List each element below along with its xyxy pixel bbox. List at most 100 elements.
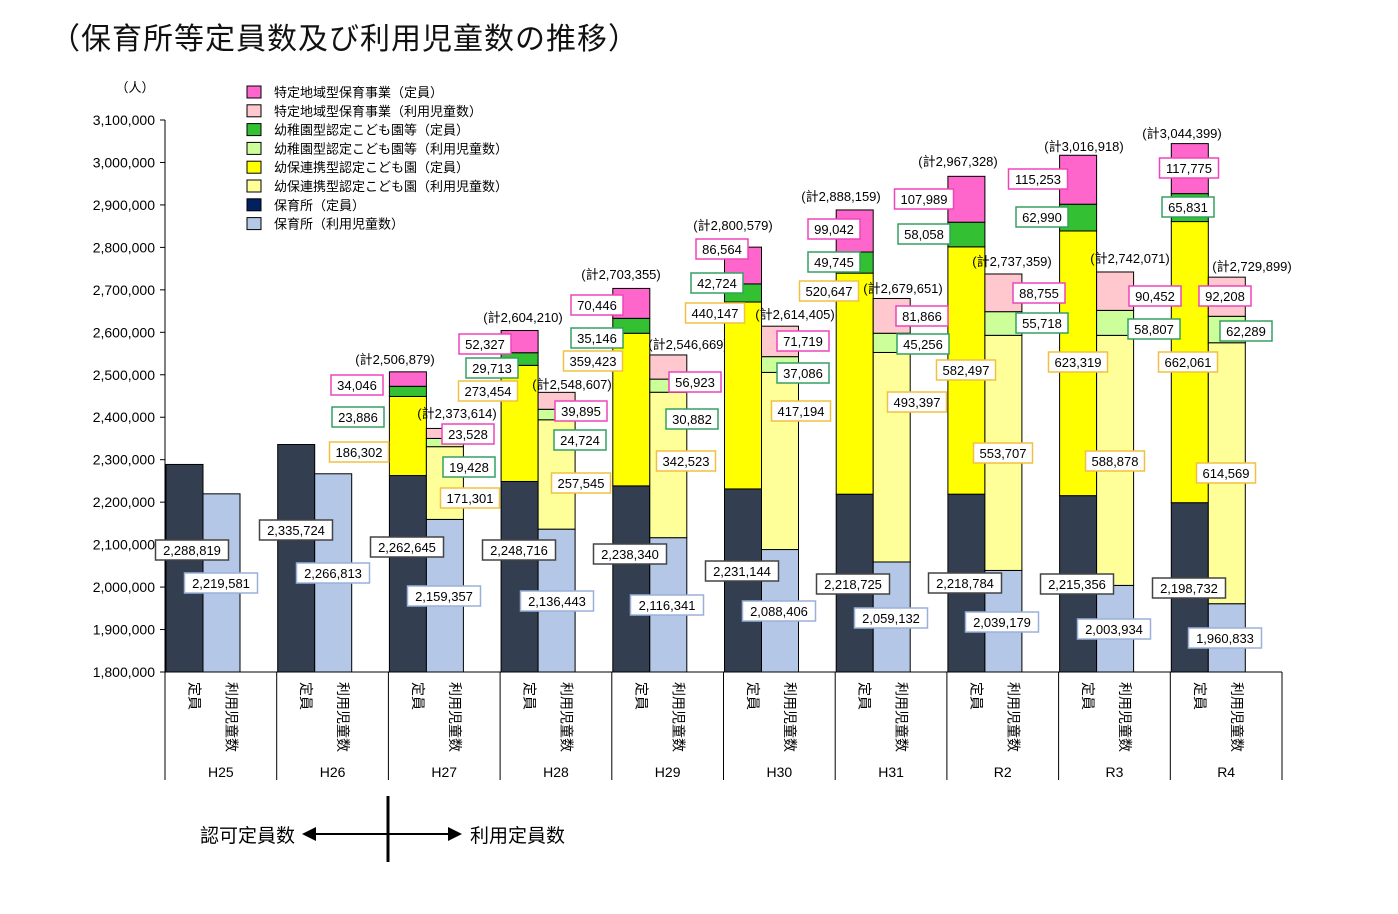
cap-value-label: 440,147 xyxy=(692,306,739,321)
cap-value-label-box xyxy=(1157,351,1219,373)
legend-label: 幼保連携型認定こども園（利用児童数） xyxy=(274,179,508,194)
use-value-label-box xyxy=(441,423,495,445)
use-value-label: 2,003,934 xyxy=(1085,622,1143,637)
cap-value-label: 186,302 xyxy=(336,445,383,460)
legend-label: 特定地域型保育事業（利用児童数） xyxy=(274,104,482,119)
cap-bar-segment xyxy=(835,272,874,495)
x-category-label: R2 xyxy=(994,764,1012,780)
cap-value-label-box xyxy=(815,573,891,595)
use-value-label-box xyxy=(770,400,832,422)
cap-value-label: 623,319 xyxy=(1055,355,1102,370)
cap-value-label-box xyxy=(465,357,519,379)
use-value-label-box xyxy=(553,429,607,451)
bar-type-label: 利用児童数 xyxy=(1229,682,1245,752)
use-value-label: 88,755 xyxy=(1019,286,1059,301)
total-label: (計2,604,210) xyxy=(483,310,563,325)
cap-value-label: 273,454 xyxy=(465,384,512,399)
use-value-label-box xyxy=(655,450,717,472)
cap-value-label: 582,497 xyxy=(943,363,990,378)
use-value-label: 171,301 xyxy=(447,491,494,506)
bar-type-label: 定員 xyxy=(298,682,314,710)
use-value-label-box xyxy=(741,600,817,622)
bar-type-label: 利用児童数 xyxy=(894,682,910,752)
y-tick-label: 2,600,000 xyxy=(93,324,155,340)
cap-value-label-box xyxy=(897,223,951,245)
cap-value-label-box xyxy=(330,374,384,396)
use-value-label: 90,452 xyxy=(1135,289,1175,304)
use-value-label-box xyxy=(1127,318,1181,340)
legend-label: 特定地域型保育事業（定員） xyxy=(274,85,443,100)
y-tick-label: 1,800,000 xyxy=(93,664,155,680)
use-bar-segment xyxy=(1096,271,1135,311)
bar-type-label: 利用児童数 xyxy=(1005,682,1021,752)
use-value-label-box xyxy=(1015,312,1069,334)
use-value-label-box xyxy=(295,562,371,584)
bar-type-label: 定員 xyxy=(633,682,649,710)
use-value-label: 417,194 xyxy=(778,404,825,419)
cap-value-label-box xyxy=(1007,168,1069,190)
cap-value-label-box xyxy=(893,188,955,210)
bar-type-label: 利用児童数 xyxy=(782,682,798,752)
bar-type-label: 定員 xyxy=(968,682,984,710)
legend-swatch xyxy=(246,179,262,193)
total-label: (計2,373,614) xyxy=(417,406,497,421)
total-label: (計2,506,879) xyxy=(355,352,435,367)
use-value-label-box xyxy=(519,590,595,612)
use-value-label: 81,866 xyxy=(902,309,942,324)
use-value-label-box xyxy=(1128,285,1182,307)
use-value-label: 30,882 xyxy=(672,412,712,427)
x-category-label: H30 xyxy=(767,764,793,780)
use-value-label: 257,545 xyxy=(558,476,605,491)
use-value-label-box xyxy=(550,472,612,494)
y-tick-label: 2,100,000 xyxy=(93,537,155,553)
cap-value-label: 52,327 xyxy=(465,337,505,352)
legend-label: 幼稚園型認定こども園等（定員） xyxy=(274,123,469,138)
cap-value-label-box xyxy=(154,539,230,561)
use-value-label-box xyxy=(1219,320,1273,342)
bar-type-label: 利用児童数 xyxy=(224,682,240,752)
use-value-label-box xyxy=(665,408,719,430)
cap-value-label: 42,724 xyxy=(697,276,737,291)
use-value-label-box xyxy=(1076,618,1152,640)
cap-value-label: 2,335,724 xyxy=(267,523,325,538)
use-value-label-box xyxy=(668,371,722,393)
use-value-label: 614,569 xyxy=(1203,466,1250,481)
use-value-label-box xyxy=(439,487,501,509)
cap-value-label-box xyxy=(807,218,861,240)
total-label: (計2,703,355) xyxy=(581,267,661,282)
total-label: (計3,016,918) xyxy=(1044,139,1124,154)
cap-value-label-box xyxy=(798,280,860,302)
use-bar-segment xyxy=(872,351,911,563)
use-value-label-box xyxy=(896,333,950,355)
use-value-label: 2,039,179 xyxy=(973,615,1031,630)
cap-value-label-box xyxy=(807,251,861,273)
bar-type-label: 定員 xyxy=(522,682,538,710)
legend-swatch xyxy=(246,123,262,137)
cap-value-label-box xyxy=(570,327,624,349)
cap-bar-segment xyxy=(388,395,427,477)
use-value-label: 342,523 xyxy=(663,454,710,469)
cap-value-label: 34,046 xyxy=(337,378,377,393)
total-label: (計2,679,651) xyxy=(863,281,943,296)
y-tick-label: 3,000,000 xyxy=(93,154,155,170)
use-value-label-box xyxy=(1195,462,1257,484)
annotation-left-label: 認可定員数 xyxy=(200,825,295,847)
cap-bar-segment xyxy=(388,385,427,397)
legend-label: 保育所（利用児童数） xyxy=(274,217,404,232)
cap-value-label-box xyxy=(592,543,668,565)
total-label: (計2,888,159) xyxy=(801,189,881,204)
use-value-label: 2,159,357 xyxy=(415,589,473,604)
cap-value-label: 520,647 xyxy=(806,284,853,299)
use-value-label: 2,116,341 xyxy=(639,598,696,613)
cap-value-label: 2,262,645 xyxy=(378,540,436,555)
cap-value-label: 58,058 xyxy=(904,227,944,242)
use-value-label-box xyxy=(895,305,949,327)
cap-value-label: 2,218,725 xyxy=(824,577,882,592)
cap-value-label: 107,989 xyxy=(901,192,948,207)
y-tick-label: 2,300,000 xyxy=(93,452,155,468)
legend-swatch xyxy=(246,104,262,118)
use-value-label-box xyxy=(183,572,259,594)
cap-value-label-box xyxy=(481,539,557,561)
